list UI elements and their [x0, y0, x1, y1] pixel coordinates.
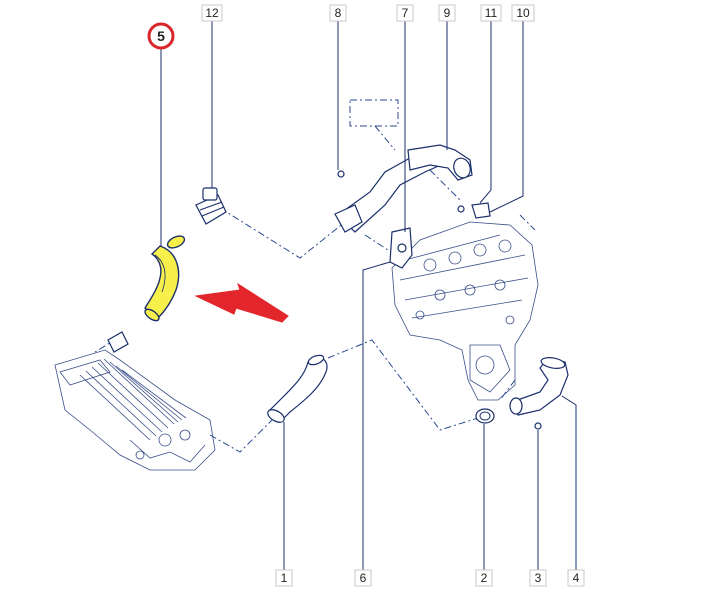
callout-8[interactable]: 8 — [329, 4, 347, 22]
callout-label: 12 — [205, 6, 219, 20]
callout-7[interactable]: 7 — [396, 4, 414, 22]
hose-clamp — [475, 408, 495, 424]
highlighted-part-ring: 5 — [147, 22, 175, 50]
direction-arrow — [194, 282, 289, 323]
callout-1[interactable]: 1 — [275, 569, 293, 587]
callout-label: 7 — [402, 6, 409, 20]
clamp-sensor — [195, 187, 227, 225]
callout-label: 4 — [573, 571, 580, 585]
callout-9[interactable]: 9 — [438, 4, 456, 22]
callout-2[interactable]: 2 — [475, 569, 493, 587]
lower-hose — [267, 354, 328, 423]
callout-12[interactable]: 12 — [201, 4, 223, 22]
highlighted-hose — [144, 235, 186, 322]
bracket — [389, 227, 413, 269]
engine-block — [391, 221, 539, 401]
highlighted-part-number: 5 — [157, 28, 165, 44]
callout-10[interactable]: 10 — [511, 4, 535, 22]
upper-pipe — [334, 144, 491, 233]
intercooler — [54, 331, 216, 471]
callout-6[interactable]: 6 — [354, 569, 372, 587]
callout-11[interactable]: 11 — [480, 4, 502, 22]
callout-label: 9 — [444, 6, 451, 20]
callout-label: 8 — [335, 6, 342, 20]
callout-4[interactable]: 4 — [567, 569, 585, 587]
callout-label: 1 — [281, 571, 288, 585]
routing-lines — [94, 99, 536, 453]
callout-label: 6 — [360, 571, 367, 585]
callout-label: 2 — [481, 571, 488, 585]
callout-label: 11 — [485, 6, 498, 20]
callout-label: 3 — [535, 571, 542, 585]
callout-3[interactable]: 3 — [529, 569, 547, 587]
callout-label: 10 — [516, 6, 530, 20]
screw — [534, 422, 542, 430]
leader-lines — [160, 20, 577, 570]
elbow-hose — [509, 357, 569, 416]
